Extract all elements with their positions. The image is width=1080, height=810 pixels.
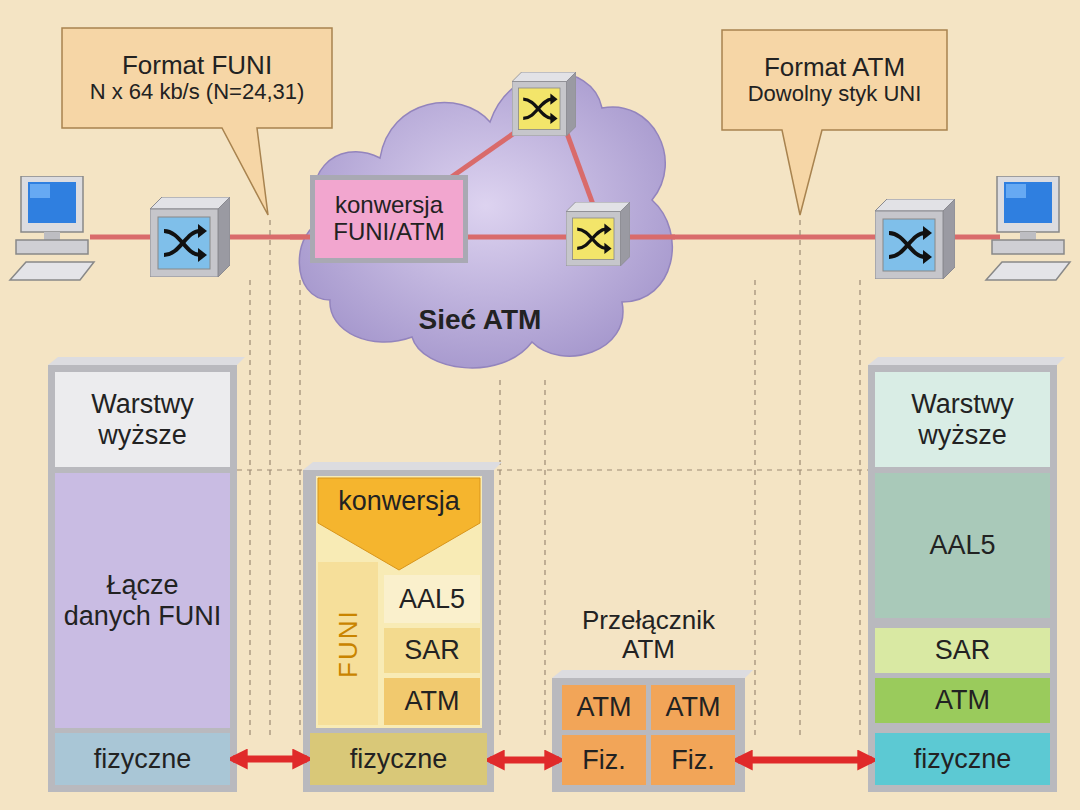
- layer-label: SAR: [935, 635, 991, 665]
- drawing-part: [799, 220, 800, 735]
- layer-band: SAR: [384, 628, 480, 673]
- layer-label: Fiz.: [671, 745, 715, 775]
- layer-label: ATM: [935, 685, 990, 715]
- drawing-part: [875, 199, 955, 279]
- drawing-part: [859, 280, 860, 735]
- callout-bubble: Format ATMDowolny styk UNI: [722, 30, 947, 130]
- layer-band: Warstwy wyższe: [55, 372, 230, 467]
- callout-note: N x 64 kb/s (N=24,31): [90, 80, 305, 105]
- network-cloud: Sieć ATM konwersja FUNI/ATM: [290, 50, 670, 380]
- computer-icon: [986, 176, 1070, 280]
- layer-band: fizyczne: [875, 733, 1050, 785]
- layer-label: Fiz.: [582, 745, 626, 775]
- layer-band: Warstwy wyższe: [875, 372, 1050, 467]
- signal-arrow: [490, 757, 559, 764]
- layer-label: ATM: [577, 692, 632, 722]
- drawing-part: [48, 365, 237, 792]
- layer-band: ATM: [384, 678, 480, 725]
- atm-switch-icon: [566, 202, 630, 266]
- layer-label: fizyczne: [94, 744, 192, 774]
- layer-label: konwersja: [338, 486, 460, 516]
- signal-arrow: [738, 757, 872, 764]
- drawing-part: [499, 380, 500, 735]
- signal-arrow: [233, 756, 307, 763]
- drawing-part: [986, 176, 1070, 280]
- conversion-outline: [318, 478, 480, 570]
- stack-frame: [303, 462, 502, 792]
- layer-band: FUNI: [318, 562, 378, 725]
- drawing-part: [552, 678, 745, 792]
- layer-label: AAL5: [399, 584, 465, 614]
- drawing-part: [249, 280, 250, 735]
- text-block: Przełącznik ATM: [557, 595, 740, 675]
- drawing-part: [868, 365, 1057, 792]
- layer-label: ATM: [666, 692, 721, 722]
- drawing-part: [269, 220, 270, 735]
- layer-band: fizyczne: [55, 733, 230, 785]
- switch-icon: [875, 199, 955, 279]
- conversion-band: konwersja: [318, 478, 480, 570]
- layer-label: Przełącznik ATM: [557, 606, 740, 664]
- callout-title: Format ATM: [764, 53, 905, 82]
- computer-icon: [10, 176, 94, 280]
- layer-band: Fiz.: [562, 735, 646, 785]
- stack-frame: [868, 357, 1065, 792]
- callout-note: Dowolny styk UNI: [748, 82, 922, 107]
- layer-label: konwersja FUNI/ATM: [323, 192, 455, 246]
- drawing-part: [754, 280, 755, 735]
- callout-outline: [62, 28, 332, 215]
- switch-icon: [150, 197, 230, 277]
- drawing-part: [150, 197, 230, 277]
- callout-outline: [722, 30, 947, 215]
- drawing-part: [544, 380, 545, 735]
- switch-stack: Przełącznik ATM ATM ATM Fiz. Fiz.: [557, 595, 740, 790]
- layer-band: ATM: [875, 678, 1050, 723]
- layer-label: fizyczne: [350, 744, 448, 774]
- layer-band: Łącze danych FUNI: [55, 473, 230, 728]
- layer-band: AAL5: [384, 575, 480, 623]
- drawing-part: [868, 357, 1065, 365]
- layer-label: FUNI: [333, 609, 362, 678]
- layer-label: ATM: [405, 686, 460, 716]
- layer-band: AAL5: [875, 473, 1050, 618]
- drawing-part: [48, 357, 245, 365]
- drawing-part: [552, 670, 753, 678]
- drawing-part: [303, 470, 494, 792]
- cloud-outline: [299, 73, 672, 368]
- drawing-part: [299, 280, 300, 735]
- drawing-part: [10, 176, 94, 280]
- layer-label: Łącze danych FUNI: [63, 570, 222, 630]
- layer-band: ATM: [651, 685, 735, 730]
- drawing-part: [316, 476, 482, 728]
- callout-bubble: Format FUNIN x 64 kb/s (N=24,31): [62, 28, 332, 128]
- stack-frame: [48, 357, 245, 792]
- layer-band: fizyczne: [310, 733, 487, 785]
- text-block: Sieć ATM: [390, 298, 570, 342]
- layer-label: Warstwy wyższe: [63, 389, 222, 449]
- conversion-box: konwersja FUNI/ATM: [310, 175, 468, 263]
- layer-label: fizyczne: [914, 744, 1012, 774]
- callout-title: Format FUNI: [122, 51, 272, 80]
- layer-label: Warstwy wyższe: [883, 389, 1042, 449]
- stack-frame: [552, 670, 753, 792]
- layer-band: ATM: [562, 685, 646, 730]
- layer-label: Sieć ATM: [419, 304, 542, 335]
- atm-switch-icon: [512, 72, 576, 136]
- layer-band: SAR: [875, 628, 1050, 673]
- layer-label: SAR: [404, 635, 460, 665]
- layer-label: AAL5: [929, 530, 995, 560]
- drawing-part: [303, 462, 502, 470]
- layer-band: Fiz.: [651, 735, 735, 785]
